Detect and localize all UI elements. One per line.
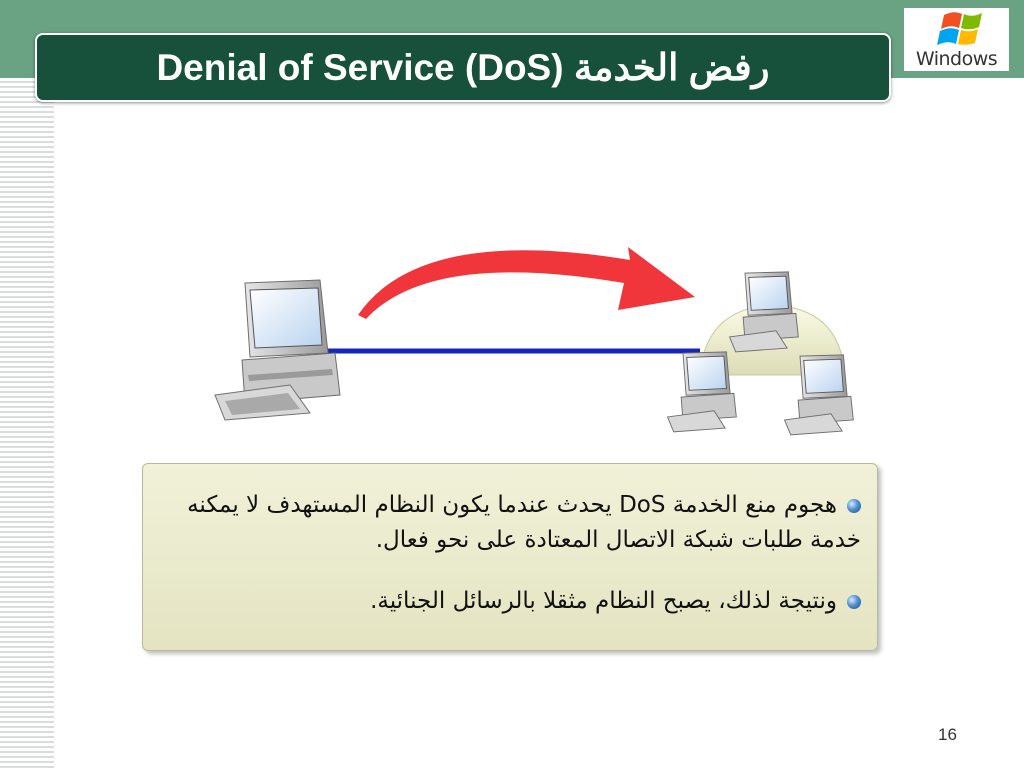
logo-text: Windows bbox=[915, 48, 998, 70]
page-number: 16 bbox=[938, 725, 957, 744]
desktop-computer-icon bbox=[214, 279, 341, 421]
bullet-text: ونتيجة لذلك، يصبح النظام مثقلا بالرسائل … bbox=[370, 588, 837, 614]
dos-diagram bbox=[214, 247, 854, 436]
windows-flag-icon bbox=[937, 12, 982, 45]
bullet-icon bbox=[847, 594, 861, 609]
networked-computers-icon bbox=[666, 271, 854, 436]
title-bar: Denial of Service (DoS) رفض الخدمة bbox=[35, 33, 891, 102]
curved-arrow-icon bbox=[358, 247, 695, 319]
content-box: هجوم منع الخدمة DoS يحدث عندما يكون النظ… bbox=[142, 463, 878, 651]
bullet-item: هجوم منع الخدمة DoS يحدث عندما يكون النظ… bbox=[161, 488, 861, 558]
bullet-item: ونتيجة لذلك، يصبح النظام مثقلا بالرسائل … bbox=[161, 584, 861, 619]
bullet-text: هجوم منع الخدمة DoS يحدث عندما يكون النظ… bbox=[187, 492, 861, 553]
slide-title: Denial of Service (DoS) رفض الخدمة bbox=[156, 47, 770, 88]
windows-logo: Windows bbox=[904, 8, 1009, 71]
bullet-icon bbox=[847, 498, 861, 513]
decorative-stripes bbox=[0, 78, 54, 768]
